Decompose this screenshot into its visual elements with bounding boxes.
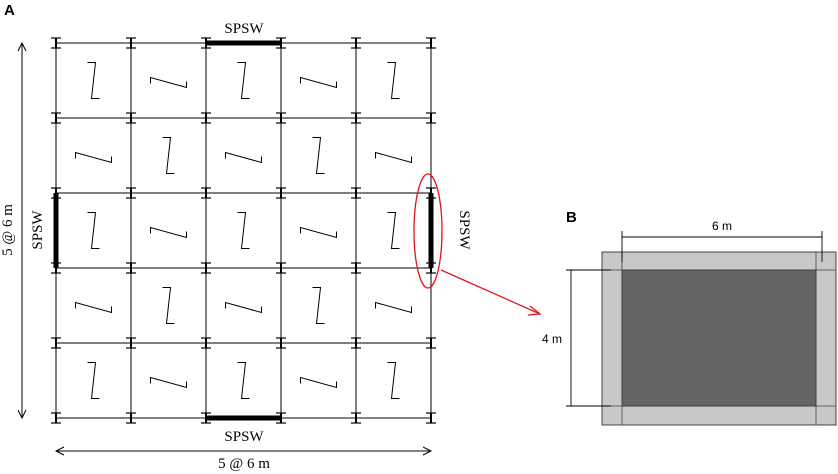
span-symbol-horizontal (375, 151, 412, 164)
dimension-arrow-vertical (17, 41, 27, 420)
column-marker (51, 37, 61, 49)
column-marker (276, 187, 286, 199)
span-symbol-vertical (387, 212, 400, 249)
column-marker (351, 187, 361, 199)
spsw-label-bottom: SPSW (224, 429, 264, 445)
column-marker (426, 112, 436, 124)
column-marker (351, 337, 361, 349)
dimension-label-height: 4 m (542, 332, 562, 346)
deck-span-symbols (75, 62, 412, 399)
column-marker (276, 112, 286, 124)
column-marker (126, 412, 136, 424)
span-symbol-horizontal (75, 301, 112, 314)
dimension-label-vertical: 5 @ 6 m (0, 204, 16, 256)
span-symbol-vertical (87, 362, 100, 399)
dimension-label-width: 6 m (712, 219, 732, 233)
span-symbol-horizontal (225, 151, 262, 164)
column-marker (276, 337, 286, 349)
column-marker (426, 337, 436, 349)
span-symbol-vertical (312, 137, 325, 174)
callout-arrow (440, 269, 542, 316)
column-marker (426, 412, 436, 424)
column-marker (51, 112, 61, 124)
spsw-walls (53, 40, 434, 421)
column-marker (351, 262, 361, 274)
span-symbol-vertical (387, 62, 400, 99)
span-symbol-horizontal (150, 226, 187, 239)
column-marker (51, 337, 61, 349)
column-marker (126, 337, 136, 349)
span-symbol-horizontal (300, 376, 337, 389)
span-symbol-horizontal (300, 76, 337, 89)
dimension-label-horizontal: 5 @ 6 m (218, 456, 270, 472)
spsw-label-left: SPSW (30, 210, 46, 250)
spsw-label-top: SPSW (224, 21, 264, 37)
span-symbol-vertical (87, 212, 100, 249)
column-marker (201, 112, 211, 124)
panel-a-letter: A (4, 2, 15, 19)
column-marker (201, 187, 211, 199)
column-marker (426, 37, 436, 49)
column-marker (126, 112, 136, 124)
column-marker (351, 112, 361, 124)
column-marker (126, 262, 136, 274)
span-symbol-horizontal (75, 151, 112, 164)
span-symbol-vertical (162, 287, 175, 324)
column-marker (351, 412, 361, 424)
column-marker (51, 412, 61, 424)
span-symbol-vertical (237, 212, 250, 249)
column-marker (201, 337, 211, 349)
span-symbol-vertical (237, 362, 250, 399)
span-symbol-horizontal (300, 226, 337, 239)
column-marker (276, 262, 286, 274)
panel-b-letter: B (566, 209, 577, 226)
column-marker (351, 37, 361, 49)
span-symbol-vertical (162, 137, 175, 174)
steel-infill-plate (621, 269, 817, 407)
span-symbol-vertical (237, 62, 250, 99)
dimension-width (621, 231, 823, 262)
span-symbol-vertical (87, 62, 100, 99)
span-symbol-horizontal (150, 376, 187, 389)
span-symbol-vertical (312, 287, 325, 324)
column-marker (201, 262, 211, 274)
column-marker (126, 187, 136, 199)
spsw-label-right: SPSW (456, 210, 472, 250)
dimension-height (566, 269, 611, 407)
column-marker (126, 37, 136, 49)
spsw-panel-detail (601, 251, 837, 426)
dimension-arrow-horizontal (54, 446, 433, 456)
span-symbol-horizontal (375, 301, 412, 314)
span-symbol-horizontal (225, 301, 262, 314)
span-symbol-vertical (387, 362, 400, 399)
span-symbol-horizontal (150, 76, 187, 89)
highlight-ellipse (413, 173, 443, 289)
